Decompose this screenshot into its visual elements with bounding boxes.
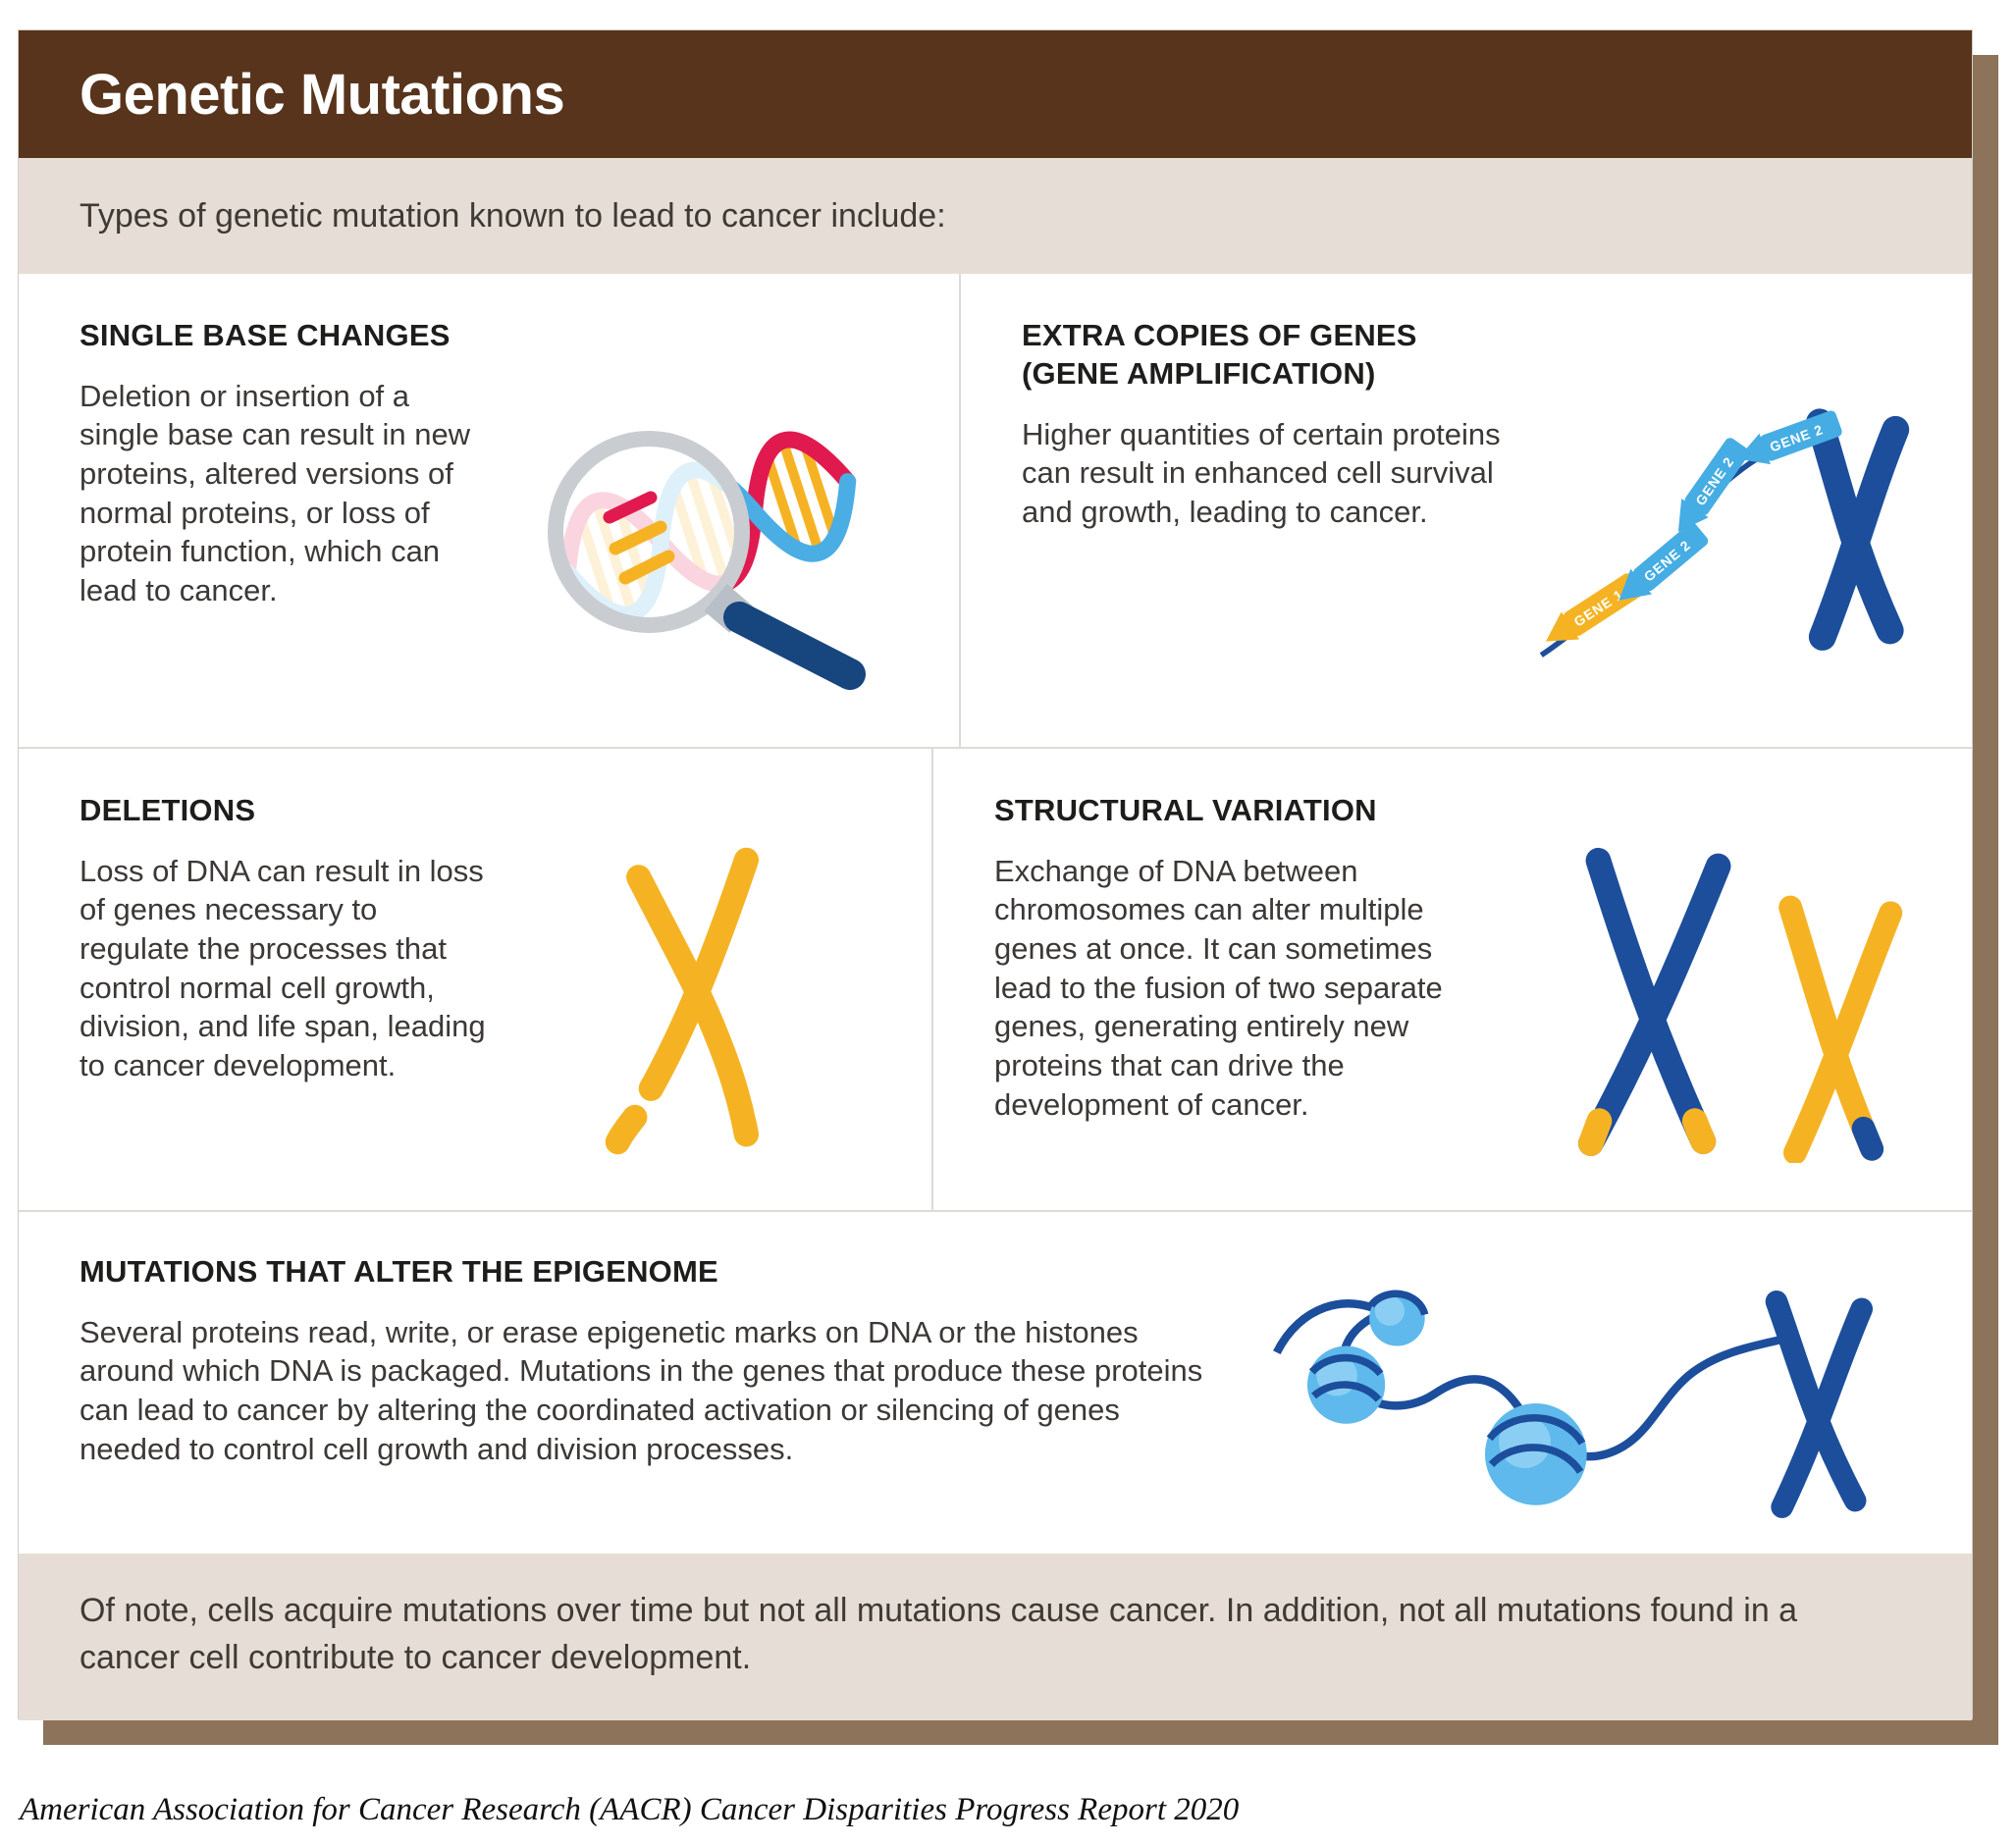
note-text: Of note, cells acquire mutations over ti…	[80, 1592, 1798, 1677]
section-epigenome: MUTATIONS THAT ALTER THE EPIGENOME Sever…	[19, 1210, 1972, 1554]
genetic-mutations-card: Genetic Mutations Types of genetic mutat…	[18, 29, 1973, 1720]
section-text: SINGLE BASE CHANGES Deletion or insertio…	[80, 317, 492, 747]
gene2-arrow: GENE 2	[1737, 410, 1842, 465]
section-title: MUTATIONS THAT ALTER THE EPIGENOME	[80, 1254, 718, 1289]
source-caption: American Association for Cancer Research…	[20, 1792, 1240, 1827]
histone-dna-icon	[1232, 1253, 1933, 1554]
deleted-chromosome-illustration	[605, 847, 759, 1155]
intro-band: Types of genetic mutation known to lead …	[19, 158, 1972, 274]
fused-chromosomes-illustration	[1577, 847, 1903, 1163]
sections-row-1: SINGLE BASE CHANGES Deletion or insertio…	[19, 274, 1972, 747]
section-single-base-changes: SINGLE BASE CHANGES Deletion or insertio…	[19, 274, 959, 747]
deleted-chromosome-icon	[511, 792, 876, 1210]
section-body: Deletion or insertion of a single base c…	[80, 378, 471, 608]
section-body: Loss of DNA can result in loss of genes …	[80, 853, 486, 1083]
section-structural-variation: STRUCTURAL VARIATION Exchange of DNA bet…	[931, 747, 1972, 1210]
histone-dna-illustration	[1273, 1290, 1874, 1518]
section-text: STRUCTURAL VARIATION Exchange of DNA bet…	[994, 792, 1485, 1210]
section-title: SINGLE BASE CHANGES	[80, 318, 451, 352]
section-body: Several proteins read, write, or erase e…	[80, 1314, 1203, 1466]
section-extra-copies-of-genes: EXTRA COPIES OF GENES (GENE AMPLIFICATIO…	[959, 274, 1980, 747]
gene-amplification-illustration: GENE 1 GENE 2 GENE 2	[1539, 408, 1910, 658]
sections-row-2: DELETIONS Loss of DNA can result in loss…	[19, 747, 1972, 1210]
page-title: Genetic Mutations	[80, 62, 565, 127]
chromosome-shape	[1765, 1290, 1874, 1518]
gene-amplification-icon: GENE 1 GENE 2 GENE 2	[1532, 317, 1925, 747]
section-title: DELETIONS	[80, 793, 256, 827]
note-band: Of note, cells acquire mutations over ti…	[19, 1554, 1972, 1720]
section-text: MUTATIONS THAT ALTER THE EPIGENOME Sever…	[80, 1253, 1208, 1554]
fused-chromosomes-icon	[1505, 792, 1917, 1210]
gene2-arrow: GENE 2	[1677, 438, 1750, 532]
chromosome-shape	[1806, 408, 1910, 651]
section-title: STRUCTURAL VARIATION	[994, 793, 1377, 827]
section-title: EXTRA COPIES OF GENES (GENE AMPLIFICATIO…	[1022, 318, 1417, 391]
card-header: Genetic Mutations	[19, 30, 1972, 158]
section-body: Higher quantities of certain proteins ca…	[1022, 416, 1501, 529]
section-body: Exchange of DNA between chromosomes can …	[994, 853, 1443, 1122]
histone-beads	[1306, 1290, 1587, 1505]
magnifier-dna-illustration	[548, 431, 866, 690]
section-text: EXTRA COPIES OF GENES (GENE AMPLIFICATIO…	[1022, 317, 1512, 747]
intro-text: Types of genetic mutation known to lead …	[80, 196, 946, 235]
section-deletions: DELETIONS Loss of DNA can result in loss…	[19, 747, 931, 1210]
magnifier-dna-icon	[511, 317, 904, 747]
gene2-arrow: GENE 2	[1618, 522, 1709, 601]
section-text: DELETIONS Loss of DNA can result in loss…	[80, 792, 492, 1210]
